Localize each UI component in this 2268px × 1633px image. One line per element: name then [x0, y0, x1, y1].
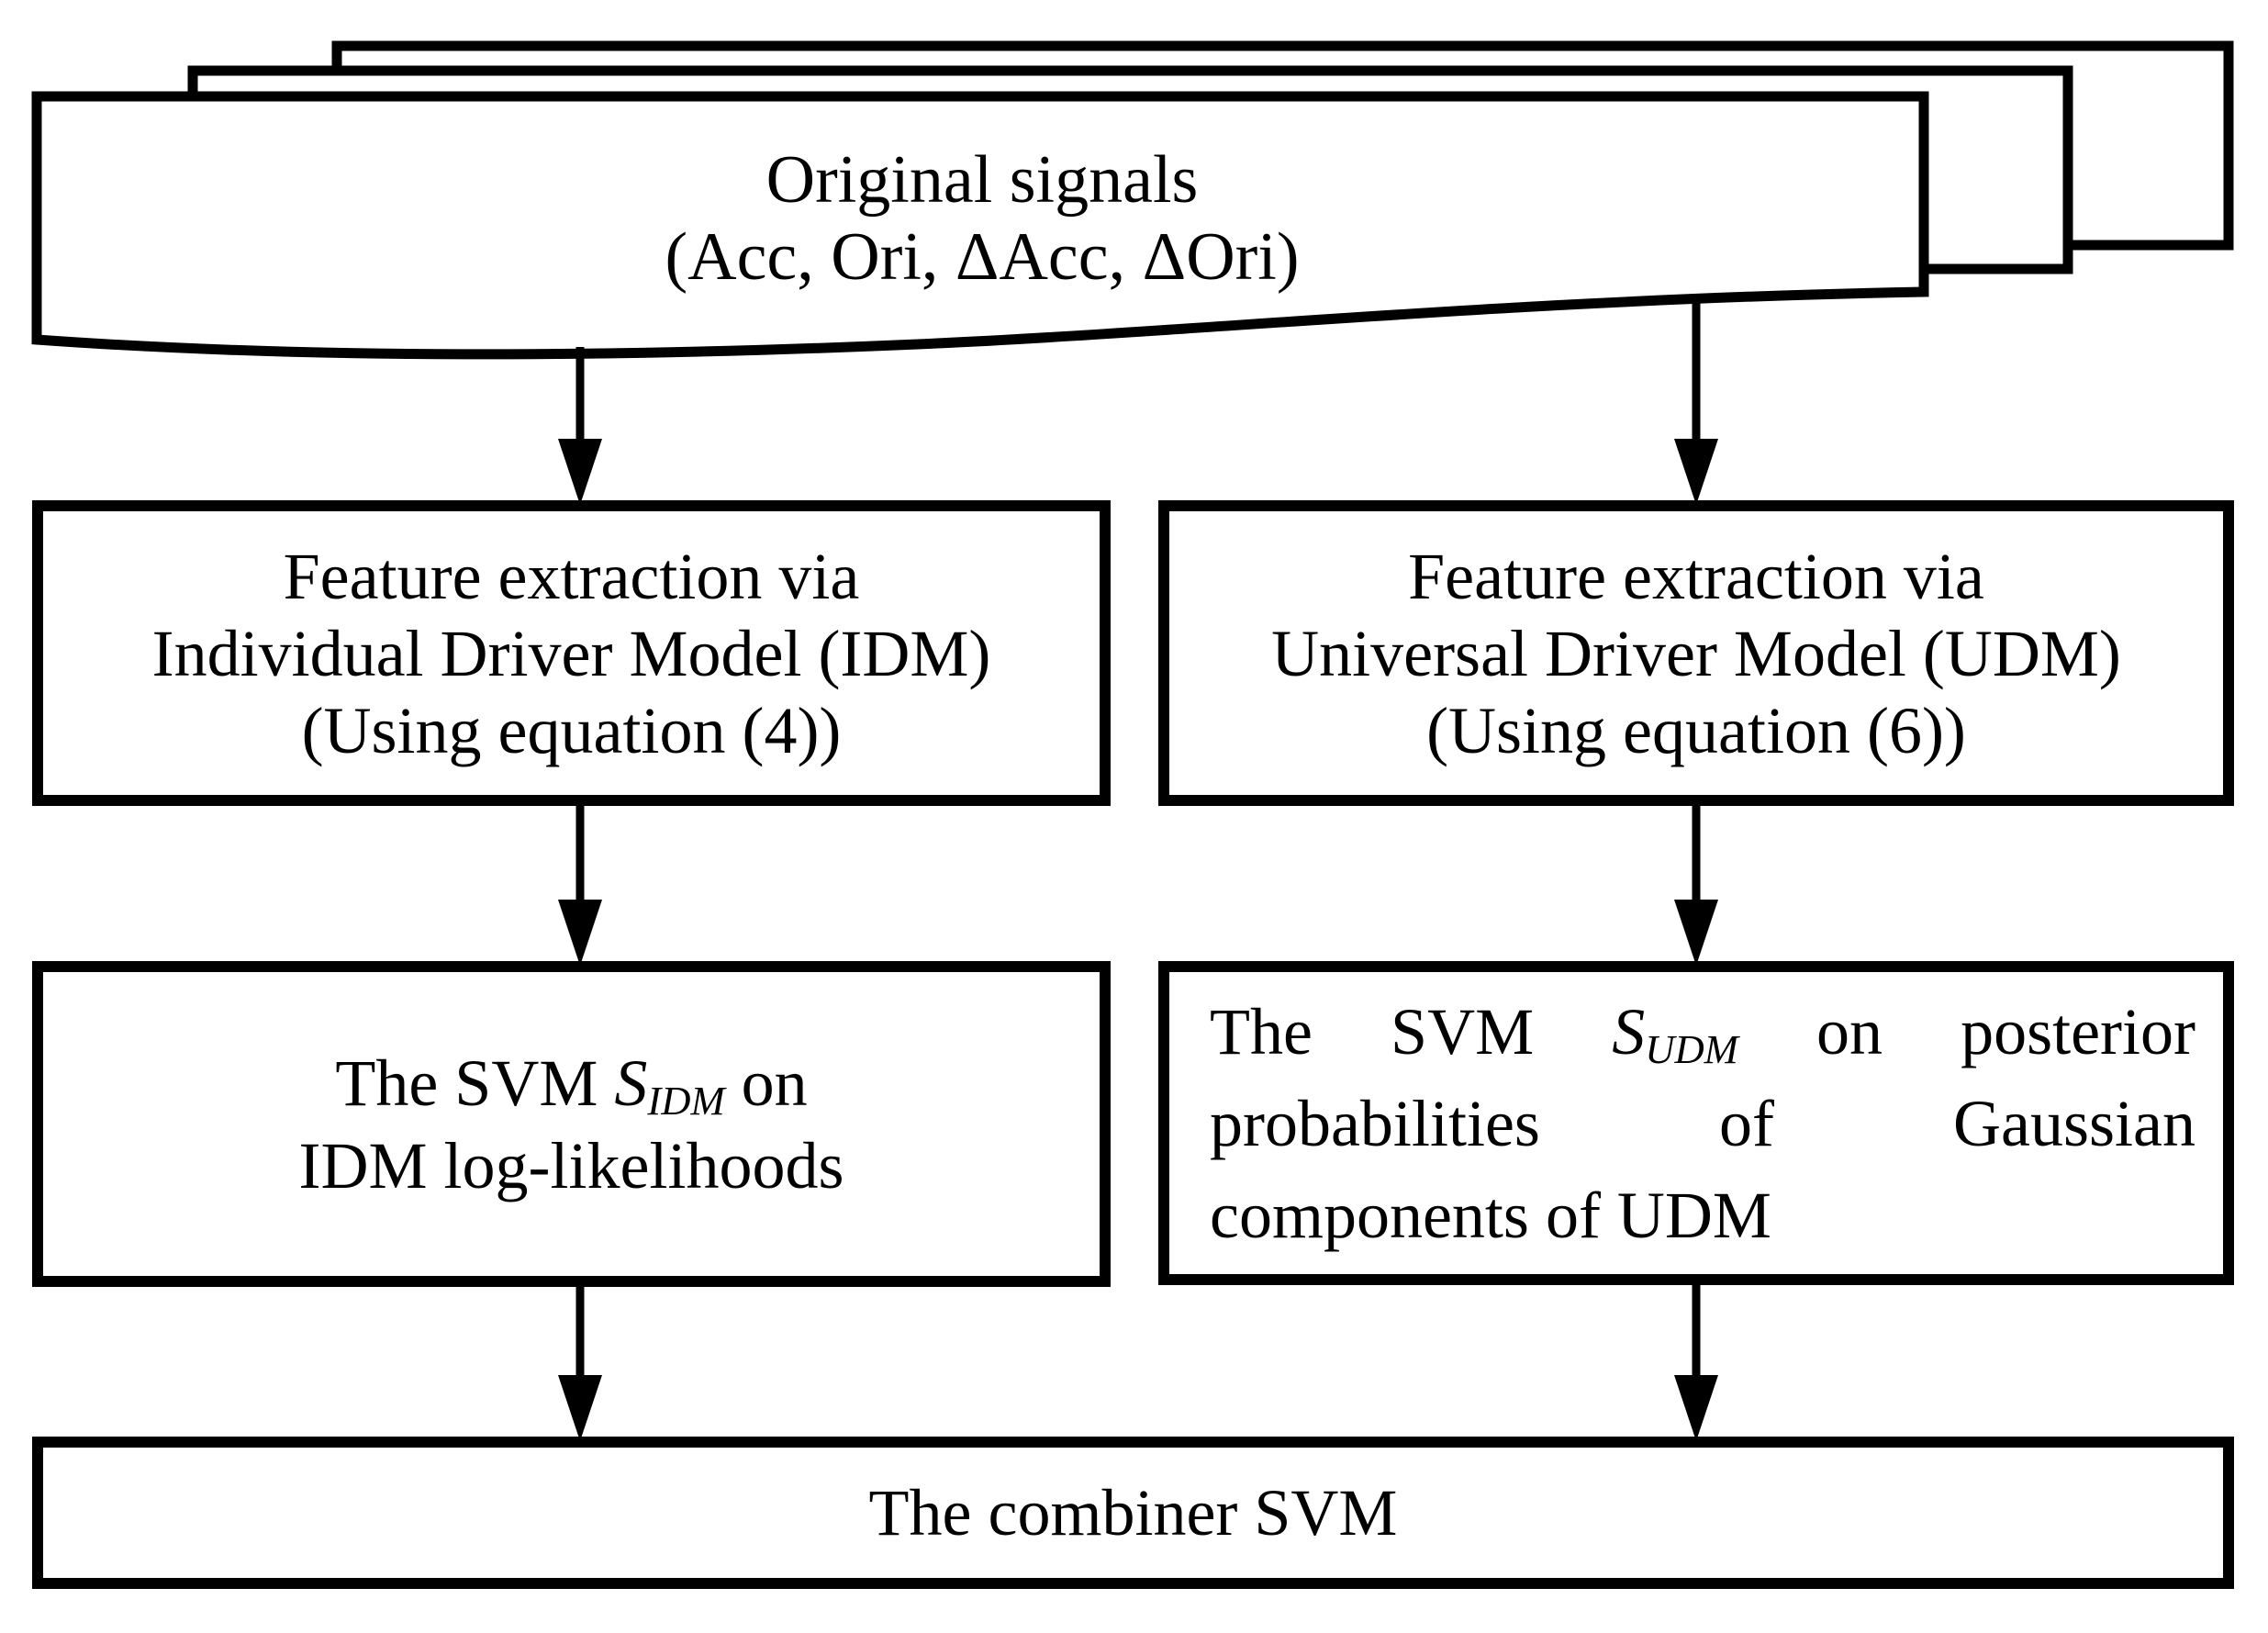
box-text-line: Feature extraction via	[283, 539, 860, 613]
document-text-line: (Acc, Ori, ΔAcc, ΔOri)	[665, 219, 1300, 295]
arrow-doc-to-feature-idm	[558, 347, 602, 505]
box-text-line: (Using equation (6))	[1426, 693, 1966, 767]
arrow-feature-udm-to-svm-udm	[1674, 802, 1718, 966]
box-text-line: IDM log-likelihoods	[298, 1128, 844, 1202]
arrow-feature-idm-to-svm-idm	[558, 802, 602, 966]
arrow-svm-idm-to-combiner	[558, 1283, 602, 1441]
box-text-line: The SVM SUDM on posterior	[1210, 994, 2196, 1072]
original-signals-document-label: Original signals (Acc, Ori, ΔAcc, ΔOri)	[55, 108, 1909, 329]
arrow-svm-udm-to-combiner	[1674, 1281, 1718, 1441]
box-text-line: Feature extraction via	[1408, 539, 1984, 613]
feature-extraction-udm-box: Feature extraction via Universal Driver …	[1158, 500, 2234, 806]
svm-idm-box: The SVM SIDM on IDM log-likelihoods	[32, 961, 1111, 1287]
box-text-line: Individual Driver Model (IDM)	[151, 616, 991, 690]
box-text-line: The SVM SIDM on	[335, 1046, 808, 1124]
arrow-doc-to-feature-udm	[1674, 296, 1718, 505]
svm-udm-box: The SVM SUDM on posterior probabilities …	[1158, 961, 2234, 1285]
box-text-line: components of UDM	[1210, 1178, 1771, 1252]
box-text-line: probabilities of Gaussian	[1210, 1086, 2195, 1160]
document-text-line: Original signals	[765, 142, 1199, 218]
document-page-front	[31, 91, 1929, 360]
box-text-line: Universal Driver Model (UDM)	[1271, 616, 2121, 690]
box-text-line: The combiner SVM	[868, 1476, 1398, 1549]
feature-extraction-idm-box: Feature extraction via Individual Driver…	[32, 500, 1111, 806]
combiner-svm-box: The combiner SVM	[32, 1437, 2234, 1589]
box-text-line: (Using equation (4))	[301, 693, 842, 767]
